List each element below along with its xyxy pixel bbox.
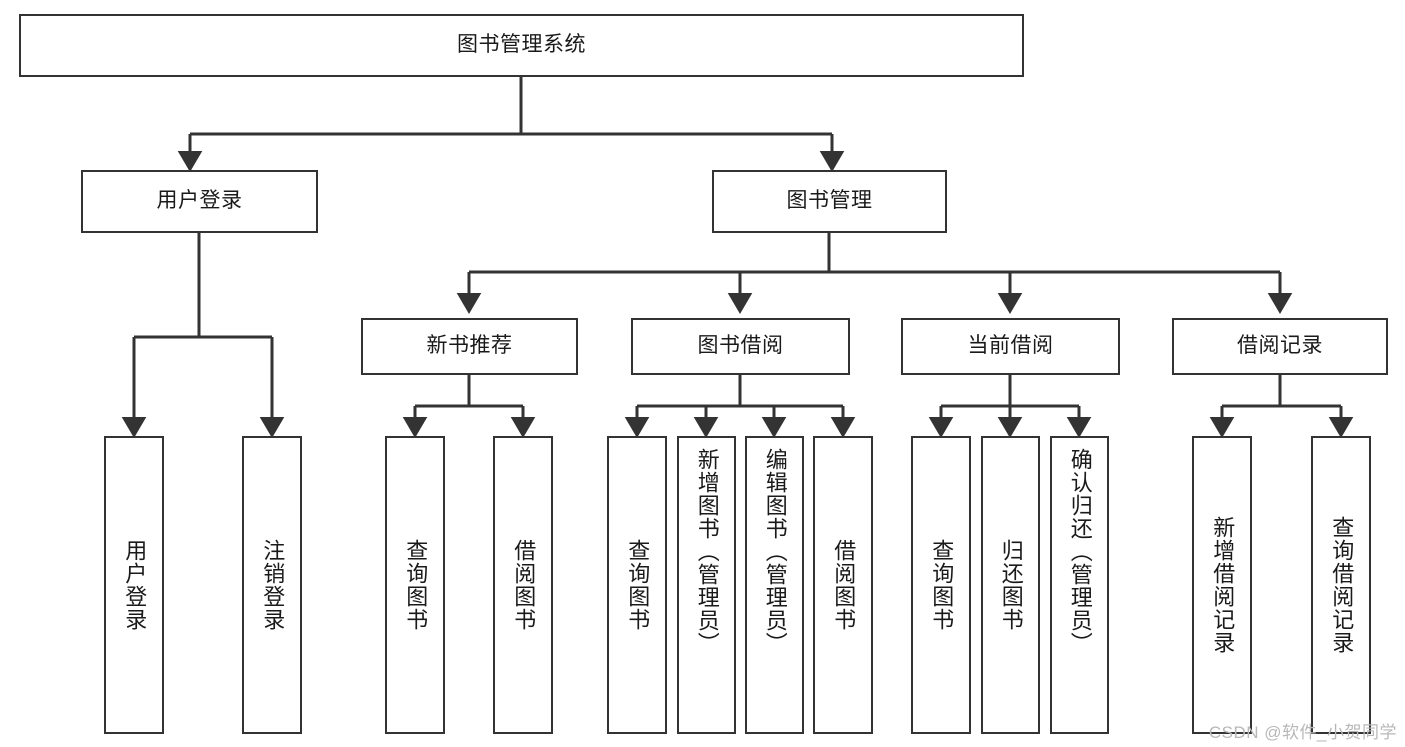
leaf-nb-query-book-label: 查询图书 (403, 539, 429, 631)
leaf-cb-query-book[interactable]: 查询图书 (911, 436, 971, 734)
leaf-nb-borrow-book[interactable]: 借阅图书 (493, 436, 553, 734)
leaf-logout[interactable]: 注销登录 (242, 436, 302, 734)
leaf-user-login-label: 用户登录 (122, 539, 148, 631)
node-root-system-label: 图书管理系统 (457, 33, 586, 57)
leaf-bb-query-book[interactable]: 查询图书 (607, 436, 667, 734)
leaf-nb-borrow-book-label: 借阅图书 (511, 539, 537, 631)
leaf-cb-return-book-label: 归还图书 (998, 539, 1024, 631)
node-root-system[interactable]: 图书管理系统 (19, 14, 1024, 77)
node-book-borrow-label: 图书借阅 (697, 334, 784, 358)
watermark-text: CSDN @软件_小贺同学 (1208, 723, 1397, 742)
node-user-login[interactable]: 用户登录 (81, 170, 318, 233)
node-new-book-recommend[interactable]: 新书推荐 (361, 318, 578, 375)
leaf-br-add-record[interactable]: 新增借阅记录 (1192, 436, 1252, 734)
node-book-management-label: 图书管理 (786, 189, 873, 213)
leaf-br-query-record-label: 查询借阅记录 (1329, 516, 1355, 654)
node-current-borrow-label: 当前借阅 (967, 334, 1054, 358)
node-book-borrow[interactable]: 图书借阅 (631, 318, 850, 375)
node-book-management[interactable]: 图书管理 (712, 170, 947, 233)
leaf-bb-add-book-admin[interactable]: 新增图书（管理员） (677, 436, 736, 734)
node-current-borrow[interactable]: 当前借阅 (901, 318, 1120, 375)
leaf-logout-label: 注销登录 (260, 539, 286, 631)
leaf-bb-borrow-book[interactable]: 借阅图书 (813, 436, 873, 734)
node-borrow-record[interactable]: 借阅记录 (1172, 318, 1388, 375)
leaf-cb-query-book-label: 查询图书 (929, 539, 955, 631)
node-new-book-recommend-label: 新书推荐 (426, 334, 513, 358)
leaf-cb-return-book[interactable]: 归还图书 (981, 436, 1040, 734)
leaf-user-login[interactable]: 用户登录 (104, 436, 164, 734)
leaf-cb-confirm-return-admin[interactable]: 确认归还（管理员） (1050, 436, 1109, 734)
node-user-login-label: 用户登录 (156, 189, 243, 213)
leaf-bb-edit-book-admin[interactable]: 编辑图书（管理员） (745, 436, 804, 734)
leaf-bb-query-book-label: 查询图书 (625, 539, 651, 631)
leaf-bb-borrow-book-label: 借阅图书 (831, 539, 857, 631)
leaf-br-query-record[interactable]: 查询借阅记录 (1311, 436, 1371, 734)
leaf-bb-edit-book-admin-label: 编辑图书（管理员） (762, 448, 788, 655)
leaf-cb-confirm-return-admin-label: 确认归还（管理员） (1067, 448, 1093, 655)
leaf-br-add-record-label: 新增借阅记录 (1210, 516, 1236, 654)
leaf-nb-query-book[interactable]: 查询图书 (385, 436, 445, 734)
leaf-bb-add-book-admin-label: 新增图书（管理员） (694, 448, 720, 655)
node-borrow-record-label: 借阅记录 (1237, 334, 1323, 358)
